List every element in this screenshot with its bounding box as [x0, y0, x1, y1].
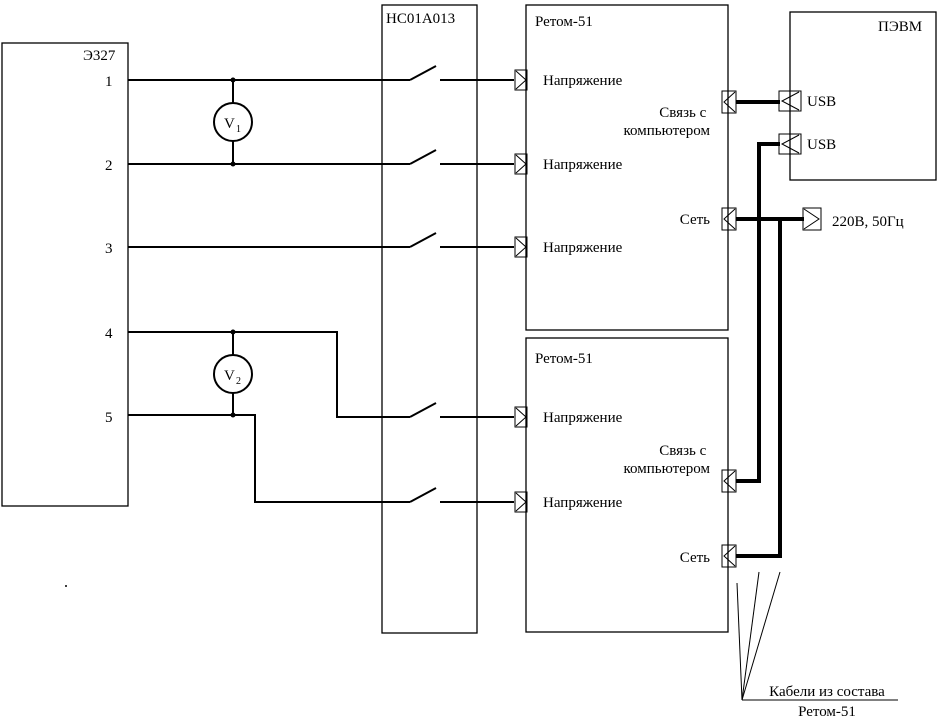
voltage-connector-3	[514, 236, 528, 258]
terminal-5: 5	[105, 410, 113, 426]
retom-top-network-label: Сеть	[680, 212, 710, 228]
retom-bottom-network-label: Сеть	[680, 550, 710, 566]
svg-text:V: V	[224, 116, 235, 132]
retom-top-block	[525, 4, 729, 331]
voltage-label-4: Напряжение	[543, 410, 623, 426]
retom-top-network-port	[721, 207, 737, 231]
voltage-label-2: Напряжение	[543, 157, 623, 173]
cable-note-line2: Ретом-51	[798, 704, 856, 719]
switchbox-title: НС01А013	[386, 11, 455, 27]
scan-dot	[65, 585, 67, 587]
voltage-label-3: Напряжение	[543, 240, 623, 256]
usb-cable-bottom	[736, 142, 780, 483]
voltage-connector-5	[514, 491, 528, 513]
terminal-2: 2	[105, 158, 113, 174]
retom-bottom-block	[525, 337, 729, 633]
wire-2	[128, 149, 514, 165]
retom-bottom-link-label: Связь с компьютером	[623, 443, 710, 477]
voltage-connector-4	[514, 406, 528, 428]
terminal-4: 4	[105, 326, 113, 342]
e327-block	[1, 42, 129, 507]
svg-text:V: V	[224, 368, 235, 384]
pc-title: ПЭВМ	[878, 19, 922, 35]
pc-usb-label-1: USB	[807, 94, 836, 110]
retom-bottom-network-port	[721, 544, 737, 568]
pc-block	[789, 11, 937, 181]
wire-5	[128, 414, 514, 503]
voltage-connector-2	[514, 153, 528, 175]
wire-3	[128, 232, 514, 248]
terminal-3: 3	[105, 241, 113, 257]
wire-4	[128, 331, 514, 418]
svg-text:1: 1	[236, 124, 241, 135]
voltage-label-1: Напряжение	[543, 73, 623, 89]
cable-note-leaders	[736, 571, 898, 701]
svg-text:2: 2	[236, 376, 241, 387]
mains-label: 220В, 50Гц	[832, 214, 904, 230]
retom-bottom-title: Ретом-51	[535, 351, 593, 367]
retom-bottom-link-port	[721, 469, 737, 493]
retom-top-title: Ретом-51	[535, 14, 593, 30]
voltage-label-5: Напряжение	[543, 495, 623, 511]
power-cable-bottom	[736, 219, 782, 558]
voltmeter-1: V 1	[213, 77, 253, 167]
terminal-1: 1	[105, 74, 113, 90]
cable-note-line1: Кабели из состава	[769, 684, 885, 700]
mains-connector	[802, 207, 822, 231]
voltmeter-2: V 2	[213, 329, 253, 418]
switchbox-block	[381, 4, 478, 634]
wire-1	[128, 65, 514, 81]
e327-title: Э327	[83, 48, 116, 64]
retom-top-link-label: Связь с компьютером	[623, 105, 710, 139]
pc-usb-label-2: USB	[807, 137, 836, 153]
retom-top-link-port	[721, 90, 737, 114]
voltage-connector-1	[514, 69, 528, 91]
